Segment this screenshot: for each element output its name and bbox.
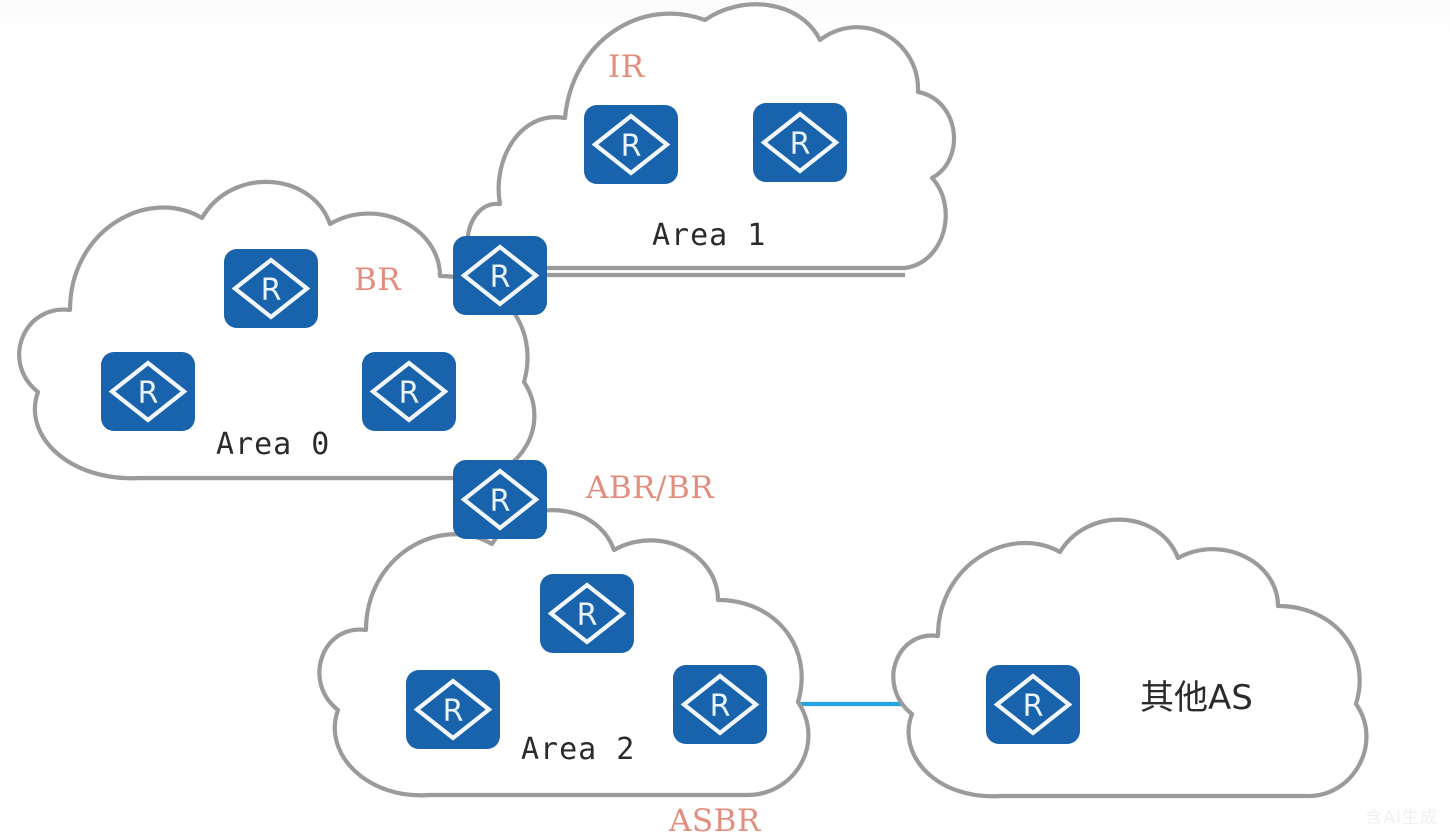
router-icon: R [460,244,540,307]
area-label-area1: Area 1 [652,218,767,253]
cloud-area1 [465,2,957,271]
router-icon: R [760,111,840,174]
router-br[interactable]: R [453,236,547,315]
router-icon: R [369,360,449,423]
router-area0-r2[interactable]: R [101,352,195,431]
router-icon: R [547,582,627,645]
router-area2-r1[interactable]: R [540,574,634,653]
area-label-other-as: 其他AS [1140,678,1253,718]
cloud-other-as [891,517,1369,799]
router-glyph: R [621,129,642,164]
router-glyph: R [1023,689,1044,724]
area-label-area0: Area 0 [216,427,331,462]
router-glyph: R [399,376,420,411]
router-icon: R [460,468,540,531]
router-glyph: R [138,376,159,411]
router-glyph: R [577,598,598,633]
router-glyph: R [443,694,464,729]
role-label-abr-br: ABR/BR [586,470,715,506]
router-icon: R [413,678,493,741]
router-area2-r2[interactable]: R [406,670,500,749]
router-icon: R [680,673,760,736]
router-glyph: R [710,689,731,724]
router-asbr[interactable]: R [673,665,767,744]
area-label-area2: Area 2 [521,732,636,767]
role-label-asbr: ASBR [669,803,761,835]
router-abr-br[interactable]: R [453,460,547,539]
router-icon: R [231,257,311,320]
router-area0-r3[interactable]: R [362,352,456,431]
watermark-text: 含AI生成 [1365,808,1438,828]
router-icon: R [108,360,188,423]
router-area1-r1[interactable]: R [584,105,678,184]
router-glyph: R [490,260,511,295]
role-label-ir: IR [608,49,645,85]
router-area1-r2[interactable]: R [753,103,847,182]
router-glyph: R [261,273,282,308]
router-glyph: R [490,484,511,519]
router-icon: R [591,113,671,176]
role-label-br: BR [354,262,402,298]
router-glyph: R [790,127,811,162]
router-other-as-r1[interactable]: R [986,665,1080,744]
router-icon: R [993,673,1073,736]
router-area0-r1[interactable]: R [224,249,318,328]
